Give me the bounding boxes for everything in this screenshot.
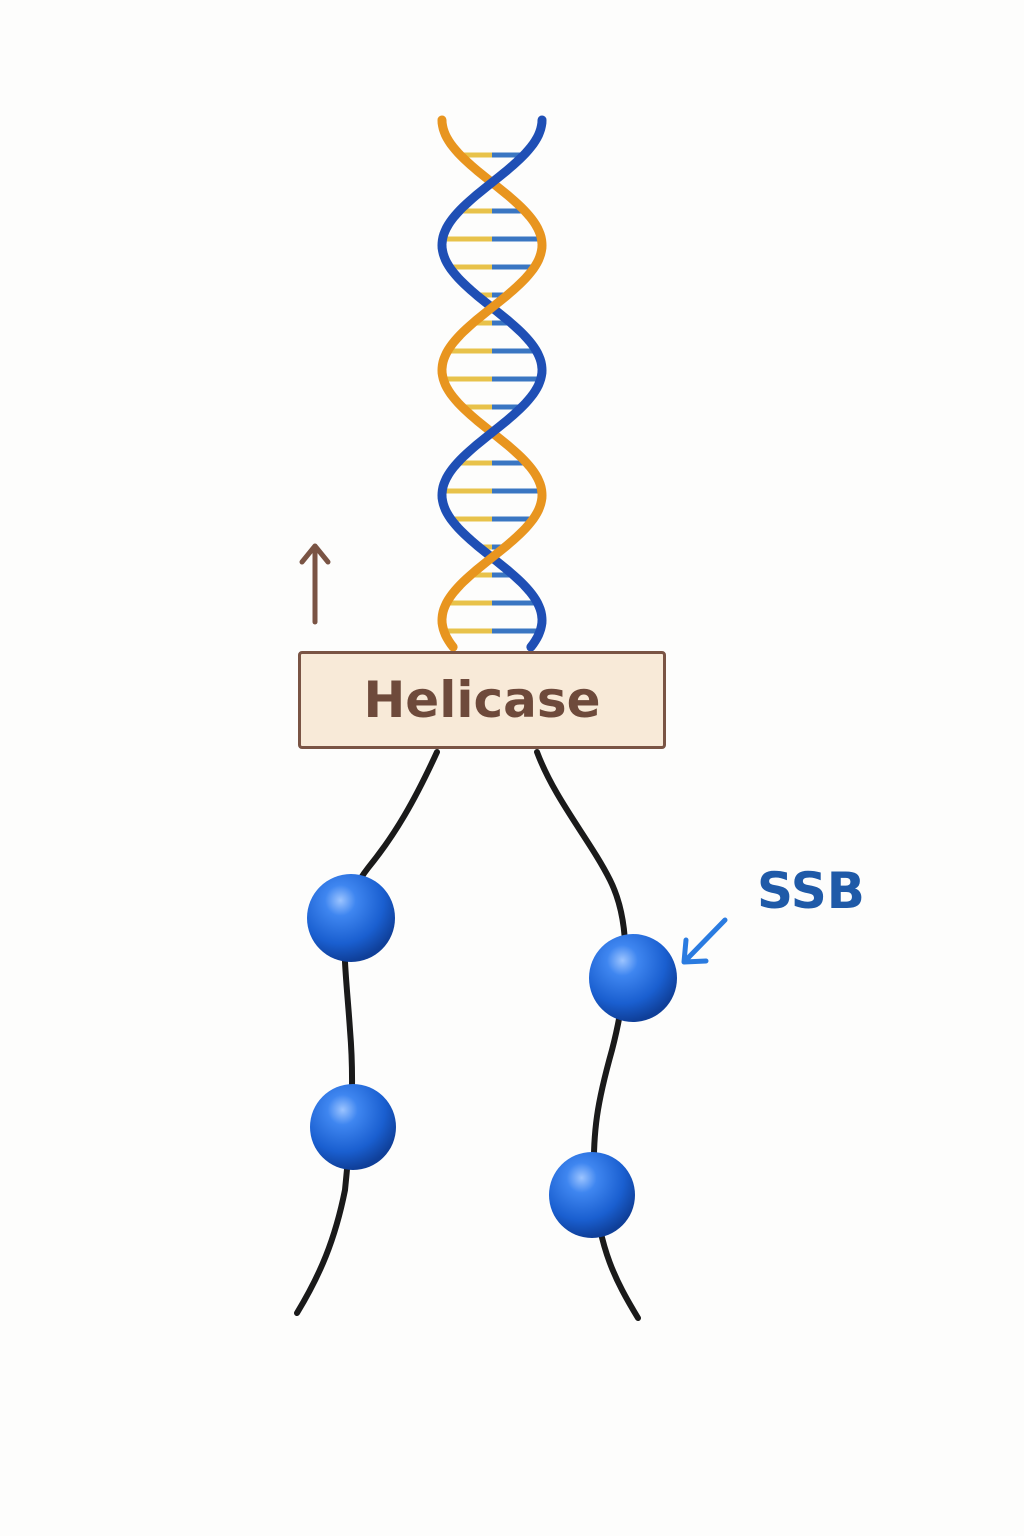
double-helix (442, 120, 542, 647)
ssb-protein (589, 934, 677, 1022)
left-single-strand (297, 752, 437, 1313)
blue-strand (442, 120, 542, 243)
helicase-label: Helicase (363, 671, 600, 729)
helicase-box: Helicase (298, 651, 666, 749)
arrow-down-left-icon (684, 920, 725, 962)
ssb-protein (549, 1152, 635, 1238)
orange-strand (442, 495, 542, 618)
ssb-protein (307, 874, 395, 962)
arrow-up-icon (302, 546, 328, 622)
blue-strand (442, 370, 542, 493)
ssb-protein (310, 1084, 396, 1170)
ssb-label: SSB (757, 862, 865, 920)
